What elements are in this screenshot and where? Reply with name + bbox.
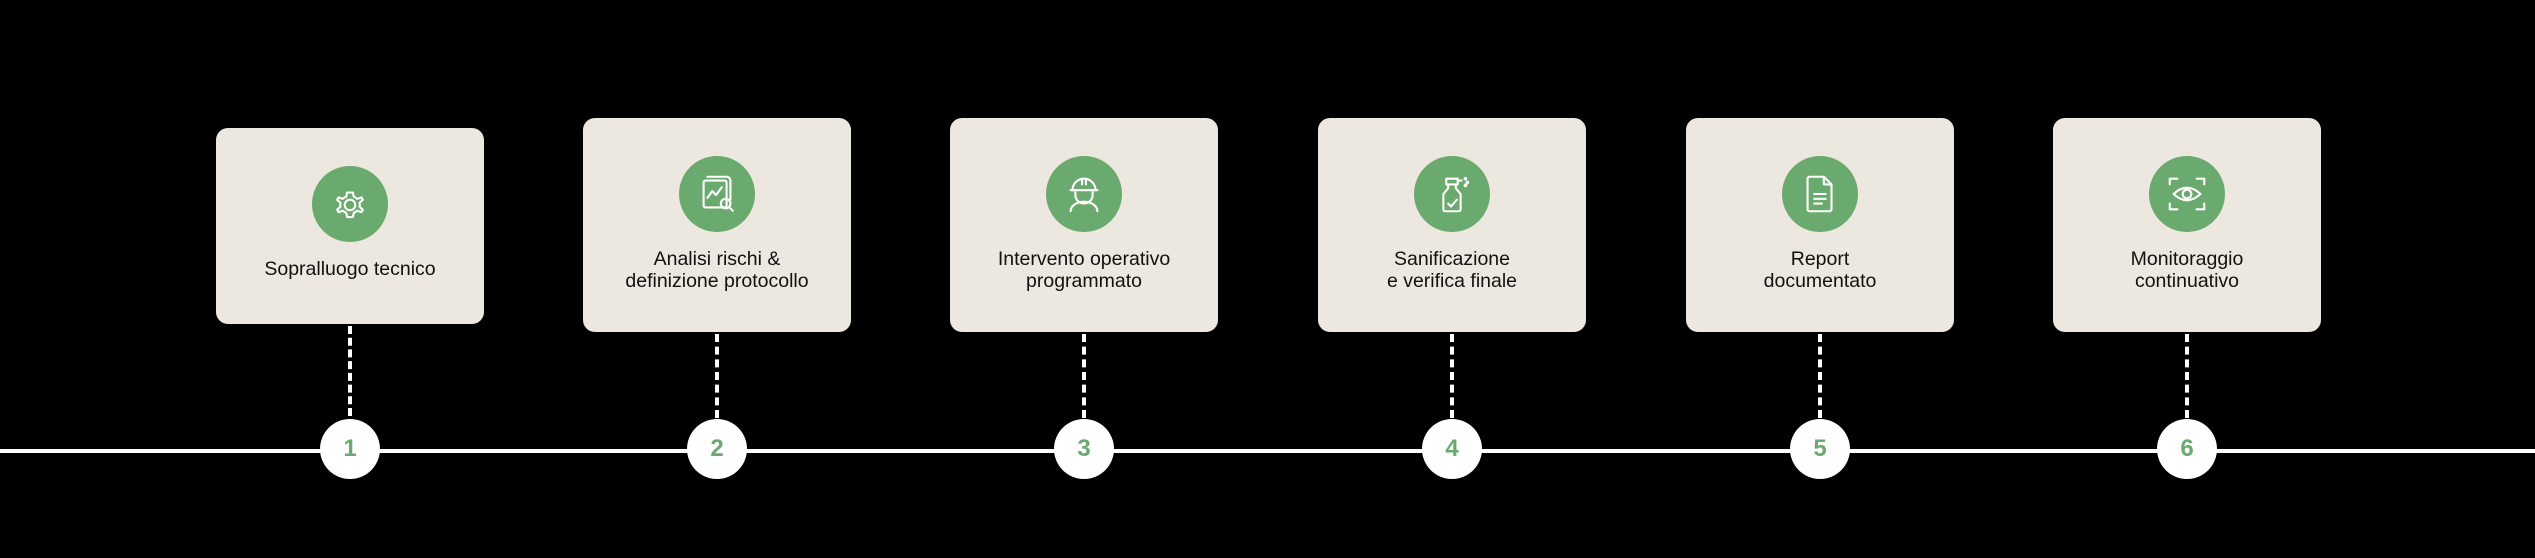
document-icon (1782, 156, 1858, 232)
gear-icon (312, 166, 388, 242)
step-label-line1: Sanificazione (1394, 248, 1510, 270)
step-card: Sopralluogo tecnico (216, 128, 484, 324)
step-label-line1: Monitoraggio (2130, 248, 2244, 270)
step-label-line2: definizione protocollo (625, 270, 809, 292)
step-label: Intervento operativo programmato (960, 248, 1208, 292)
step-6: Monitoraggio continuativo 6 (2053, 0, 2321, 558)
step-number-badge: 4 (1422, 419, 1482, 479)
step-label-line2: programmato (1026, 270, 1142, 292)
step-card: Intervento operativo programmato (950, 118, 1218, 332)
step-number-badge: 1 (320, 419, 380, 479)
step-label-line1: Analisi rischi & (653, 248, 781, 270)
step-label: Analisi rischi & definizione protocollo (593, 248, 841, 292)
dashed-connector (1082, 334, 1086, 418)
step-label-line1: Intervento operativo (997, 248, 1171, 270)
risk-analysis-document-icon (679, 156, 755, 232)
dashed-connector (1818, 334, 1822, 418)
step-label-line2: documentato (1763, 270, 1877, 292)
step-label-line1: Sopralluogo tecnico (264, 258, 436, 280)
step-card: Report documentato (1686, 118, 1954, 332)
step-label-line2: e verifica finale (1386, 270, 1518, 292)
step-card: Sanificazione e verifica finale (1318, 118, 1586, 332)
worker-hardhat-icon (1046, 156, 1122, 232)
dashed-connector (715, 334, 719, 418)
timeline-line (0, 449, 2535, 453)
step-4: Sanificazione e verifica finale 4 (1318, 0, 1586, 558)
step-number-badge: 6 (2157, 419, 2217, 479)
dashed-connector (1450, 334, 1454, 418)
dashed-connector (2185, 334, 2189, 418)
step-2: Analisi rischi & definizione protocollo … (583, 0, 851, 558)
step-card: Analisi rischi & definizione protocollo (583, 118, 851, 332)
step-card: Monitoraggio continuativo (2053, 118, 2321, 332)
spray-bottle-icon (1414, 156, 1490, 232)
step-label: Monitoraggio continuativo (2063, 248, 2311, 292)
step-number-badge: 3 (1054, 419, 1114, 479)
eye-scan-icon (2149, 156, 2225, 232)
step-number-badge: 5 (1790, 419, 1850, 479)
step-label-line1: Report (1790, 248, 1850, 270)
step-5: Report documentato 5 (1686, 0, 1954, 558)
step-label: Sanificazione e verifica finale (1328, 248, 1576, 292)
step-label: Sopralluogo tecnico (226, 258, 474, 280)
dashed-connector (348, 326, 352, 416)
step-label: Report documentato (1696, 248, 1944, 292)
step-label-line2: continuativo (2134, 270, 2240, 292)
step-1: Sopralluogo tecnico 1 (216, 0, 484, 558)
step-3: Intervento operativo programmato 3 (950, 0, 1218, 558)
step-number-badge: 2 (687, 419, 747, 479)
